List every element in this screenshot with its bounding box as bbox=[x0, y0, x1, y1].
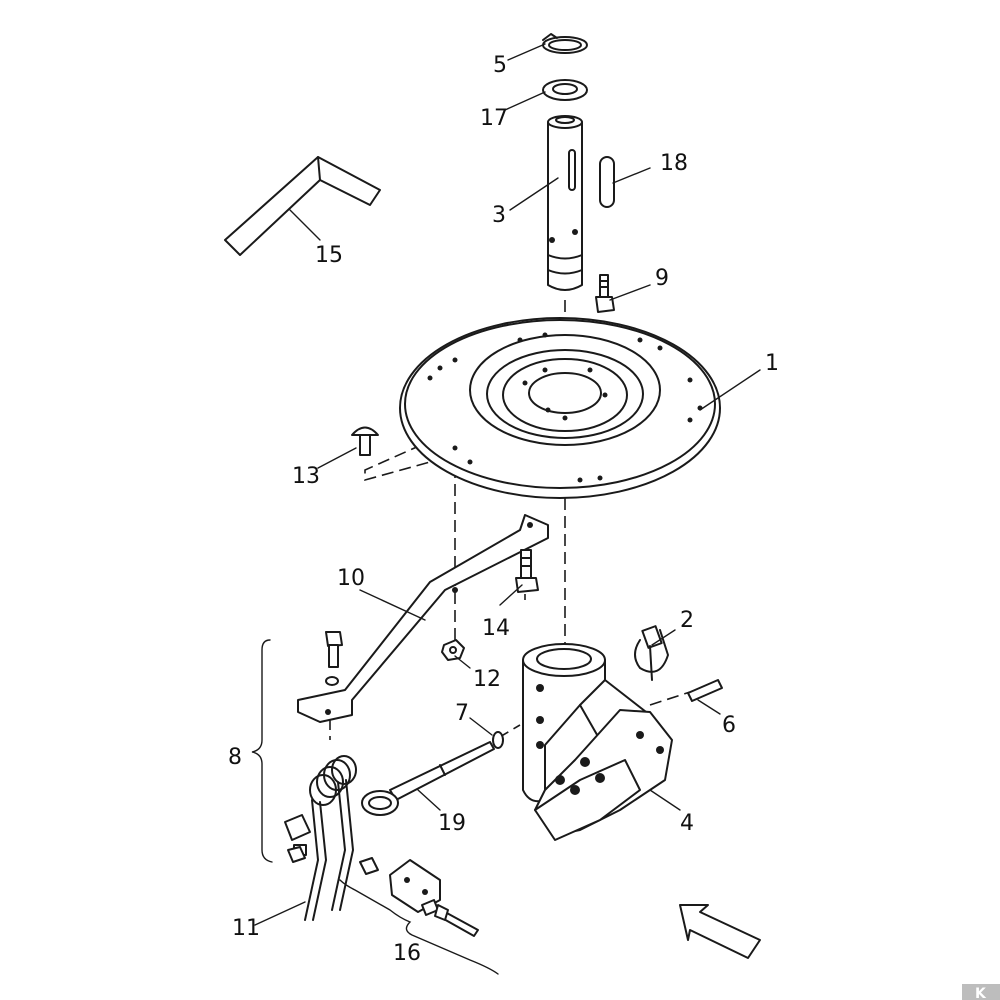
part-5-circlip bbox=[542, 33, 588, 54]
brace-8 bbox=[251, 639, 273, 863]
label-5: 5 bbox=[493, 53, 507, 78]
label-3: 3 bbox=[492, 203, 506, 228]
part-7-ring bbox=[492, 731, 504, 749]
label-16: 16 bbox=[393, 941, 421, 966]
part-4-housing bbox=[522, 643, 673, 841]
logo-text: K bbox=[975, 986, 987, 1000]
brace-16 bbox=[339, 879, 499, 975]
direction-arrow-icon bbox=[679, 904, 761, 959]
part-13-carriage-bolt bbox=[351, 426, 379, 456]
label-17: 17 bbox=[480, 106, 508, 131]
label-19: 19 bbox=[438, 811, 466, 836]
label-10: 10 bbox=[337, 566, 365, 591]
label-13: 13 bbox=[292, 464, 320, 489]
label-4: 4 bbox=[680, 811, 694, 836]
part-17-washer bbox=[542, 79, 588, 101]
label-18: 18 bbox=[660, 151, 688, 176]
part-14-bolt bbox=[515, 549, 539, 593]
part-1-disc bbox=[399, 317, 721, 499]
label-1: 1 bbox=[765, 351, 779, 376]
label-8: 8 bbox=[228, 745, 242, 770]
part-8-clamp bbox=[284, 814, 311, 863]
part-18-key bbox=[599, 156, 615, 208]
part-10-bar bbox=[297, 514, 549, 723]
callout-labels: 5 17 3 18 9 1 13 15 10 14 12 2 6 7 8 19 … bbox=[228, 53, 779, 966]
label-15: 15 bbox=[315, 243, 343, 268]
part-3-shaft bbox=[547, 115, 583, 291]
leader-lines bbox=[254, 43, 761, 926]
label-12: 12 bbox=[473, 667, 501, 692]
corner-logo: K bbox=[962, 984, 1000, 1000]
label-9: 9 bbox=[655, 266, 669, 291]
label-2: 2 bbox=[680, 608, 694, 633]
part-8-bolt bbox=[325, 631, 343, 686]
part-9-bolt bbox=[595, 274, 615, 313]
part-6-roll-pin bbox=[687, 679, 723, 702]
label-14: 14 bbox=[482, 616, 510, 641]
part-16-clamp-assembly bbox=[359, 857, 479, 937]
part-2-linch-pin bbox=[634, 625, 669, 681]
label-6: 6 bbox=[722, 713, 736, 738]
part-15-angle-bracket bbox=[224, 156, 381, 256]
disc-holes bbox=[427, 332, 703, 483]
label-7: 7 bbox=[455, 701, 469, 726]
label-11: 11 bbox=[232, 916, 260, 941]
part-19-pin bbox=[361, 741, 495, 816]
part-11-spring-tine bbox=[304, 755, 357, 921]
part-12-nut bbox=[441, 639, 465, 661]
